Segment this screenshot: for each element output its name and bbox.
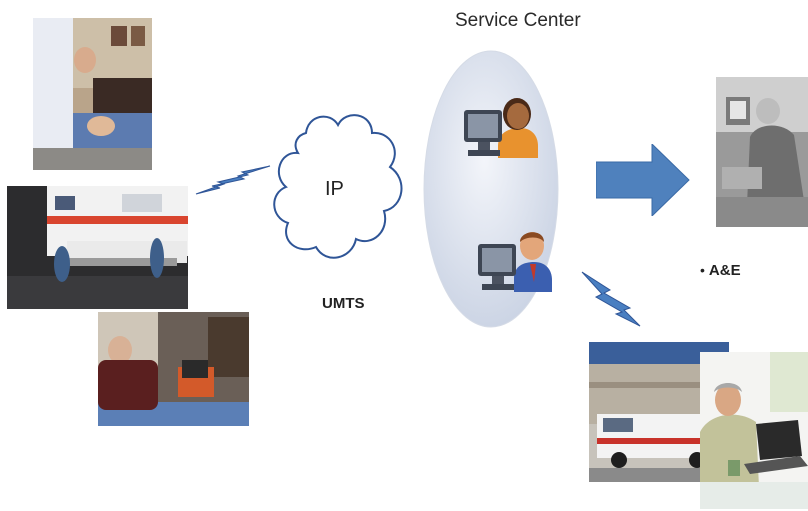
operator-male-icon <box>478 232 552 292</box>
ae-bullet: • <box>700 262 705 278</box>
photo-man-with-laptop <box>700 352 808 509</box>
service-center-title: Service Center <box>455 10 581 31</box>
wireless-link-icon-right <box>581 271 641 327</box>
operator-female-icon <box>464 98 538 158</box>
right-arrow-icon <box>596 144 690 216</box>
ae-text: A&E <box>708 262 741 279</box>
photo-ambulance-stretcher <box>7 186 188 309</box>
wireless-link-icon <box>195 165 271 195</box>
photo-elderly-man-telemedicine <box>98 312 249 426</box>
umts-label: UMTS <box>322 295 365 312</box>
ae-label: •A&E <box>700 262 741 279</box>
photo-medical-staff-at-computer <box>716 77 808 227</box>
photo-doctor-examining-patient <box>33 18 152 170</box>
ip-label: IP <box>325 178 344 200</box>
network-cloud-icon <box>273 114 403 259</box>
